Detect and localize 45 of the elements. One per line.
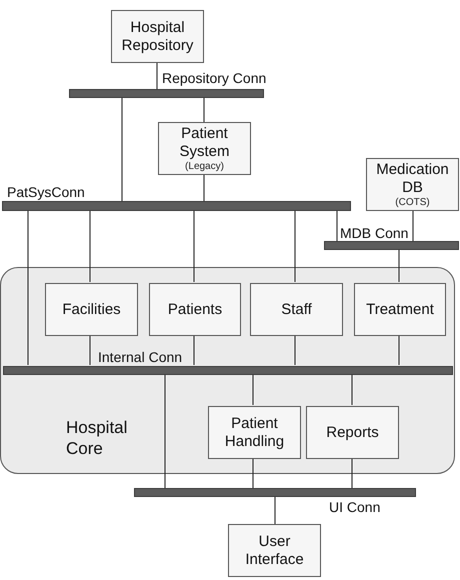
group-panel — [0, 267, 455, 474]
connector-line — [252, 374, 254, 406]
bar-label: PatSysConn — [7, 184, 85, 200]
connector-bar — [3, 366, 453, 375]
component-box — [250, 283, 343, 336]
box-label: Patient Handling — [224, 414, 286, 450]
connector-bar — [2, 201, 351, 211]
box-label: Medication DB — [375, 160, 450, 196]
connector-line — [252, 458, 254, 488]
component-box — [111, 10, 204, 63]
box-label: Patient System — [178, 124, 230, 160]
connector-line — [294, 334, 296, 366]
box-label: User Interface — [244, 532, 305, 568]
connector-line — [156, 62, 158, 90]
connector-line — [274, 496, 276, 524]
group-title: Hospital Core — [66, 417, 128, 459]
connector-line — [412, 210, 414, 242]
connector-bar — [134, 488, 416, 497]
component-box — [158, 122, 251, 175]
box-note: (COTS) — [395, 196, 430, 208]
bar-label: Repository Conn — [162, 70, 266, 86]
connector-line — [398, 250, 400, 282]
component-box — [45, 283, 138, 336]
component-box — [306, 406, 399, 459]
component-box — [366, 158, 459, 211]
connector-bar — [324, 241, 459, 250]
component-box — [208, 406, 301, 459]
box-label: Patients — [168, 300, 222, 318]
component-box — [149, 283, 241, 336]
box-label: Treatment — [366, 300, 434, 318]
connector-line — [336, 210, 338, 242]
box-label: Facilities — [62, 300, 121, 318]
connector-bar — [69, 89, 264, 98]
component-box — [354, 283, 446, 336]
box-label: Staff — [281, 300, 312, 318]
connector-line — [164, 374, 166, 488]
bar-label: MDB Conn — [340, 225, 408, 241]
box-label: Reports — [326, 424, 379, 442]
box-note: (Legacy) — [185, 160, 224, 172]
bar-label: UI Conn — [329, 499, 380, 515]
connector-line — [294, 210, 296, 282]
connector-line — [398, 334, 400, 366]
component-box — [228, 524, 321, 577]
bar-label: Internal Conn — [98, 349, 182, 365]
box-label: Hospital Repository — [120, 18, 194, 54]
